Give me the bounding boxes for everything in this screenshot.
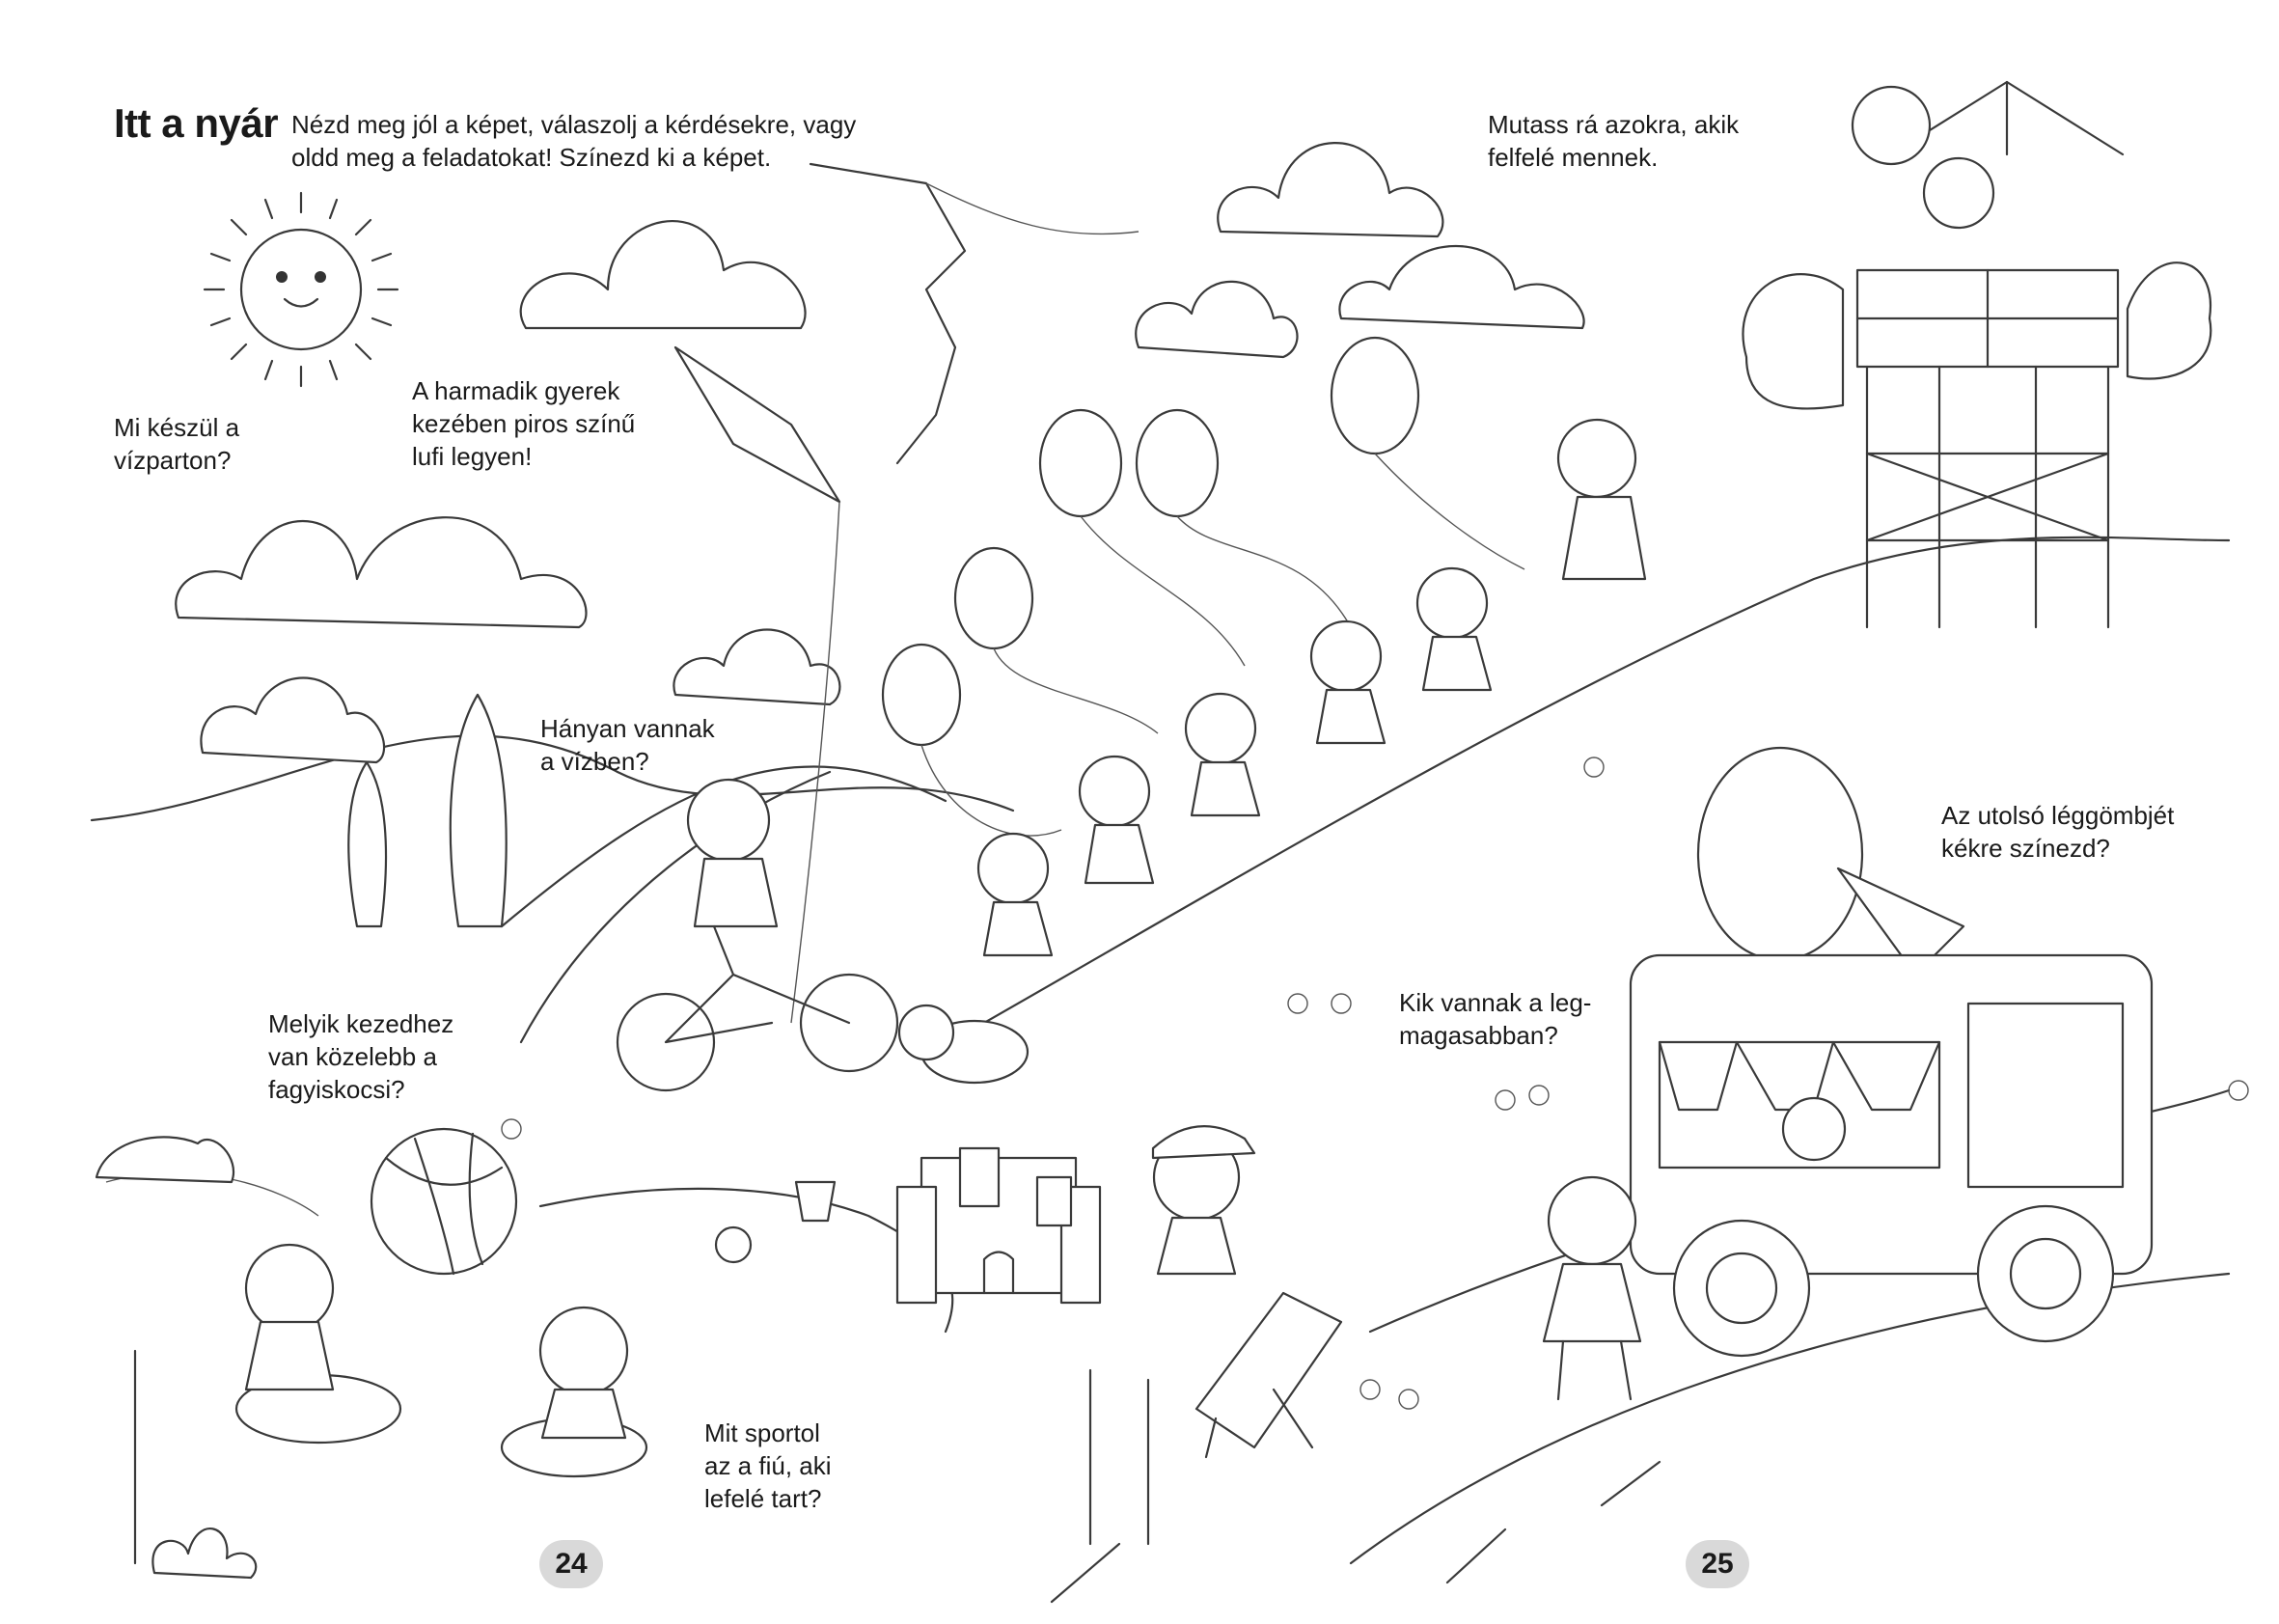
deck-chair	[1196, 1293, 1341, 1457]
question-which-hand: Melyik kezedhez van közelebb a fagyiskoc…	[268, 1009, 454, 1104]
bike-boy-illustration	[618, 780, 897, 1090]
sandcastle	[716, 1148, 1100, 1303]
page-title: Itt a nyár	[114, 100, 279, 146]
question-sport: Mit sportol az a fiú, aki lefelé tart?	[704, 1418, 832, 1513]
dog-illustration	[899, 1005, 1028, 1083]
kite-illustration	[675, 164, 1139, 1023]
balloons	[883, 338, 1524, 836]
ice-cream-truck	[1631, 748, 2152, 1356]
task-red-balloon: A harmadik gyerek kezében piros színű lu…	[412, 376, 636, 471]
question-waterside: Mi készül a vízparton?	[114, 413, 240, 475]
instructions-text: Nézd meg jól a képet, válaszolj a kérdés…	[291, 110, 857, 172]
question-in-water: Hányan vannak a vízben?	[540, 714, 715, 776]
sun-illustration	[205, 193, 398, 386]
flowers	[502, 757, 2248, 1409]
lifeguard-tower	[1853, 82, 2123, 627]
boy-with-cap	[1153, 1126, 1254, 1274]
water-swimmers	[96, 1129, 1148, 1578]
task-upward: Mutass rá azokra, akik felfelé mennek.	[1488, 110, 1740, 172]
girl-ice-cream	[1544, 1177, 1640, 1399]
page-number-right: 25	[1686, 1540, 1749, 1588]
task-last-balloon: Az utolsó léggömbjét kékre színezd?	[1941, 801, 2175, 863]
bushes	[1743, 262, 2210, 408]
question-highest: Kik vannak a leg- magasabban?	[1399, 988, 1592, 1050]
page-number-left: 24	[539, 1540, 603, 1588]
clouds	[176, 143, 1583, 762]
children-chain	[978, 420, 1645, 955]
